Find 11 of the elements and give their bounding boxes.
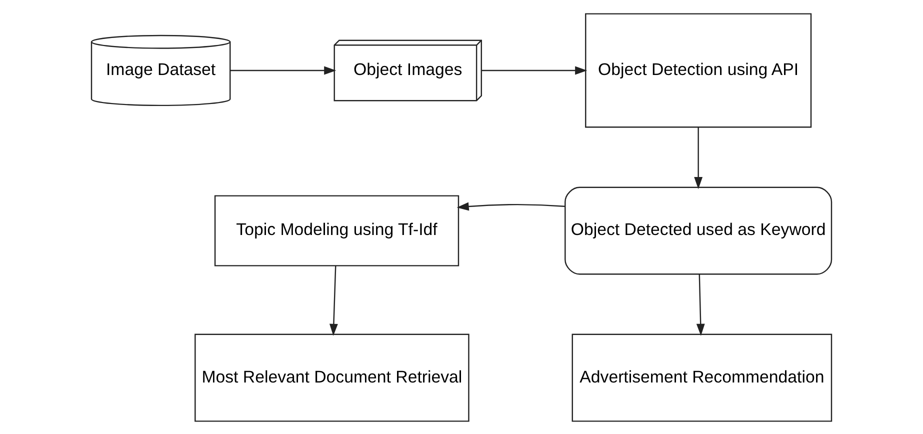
arrow bbox=[230, 66, 336, 74]
arrow bbox=[456, 202, 565, 210]
node-box: Advertisement Recommendation bbox=[572, 333, 832, 422]
node-box: Object Detection using API bbox=[585, 12, 812, 128]
arrow bbox=[696, 274, 705, 336]
arrow bbox=[482, 66, 588, 74]
node-box: Object Detected used as Keyword bbox=[564, 186, 832, 274]
node-box: Topic Modeling using Tf-Idf bbox=[214, 194, 460, 266]
arrow bbox=[329, 265, 338, 336]
arrow bbox=[694, 126, 703, 189]
node-box: Most Relevant Document Retrieval bbox=[194, 333, 470, 422]
